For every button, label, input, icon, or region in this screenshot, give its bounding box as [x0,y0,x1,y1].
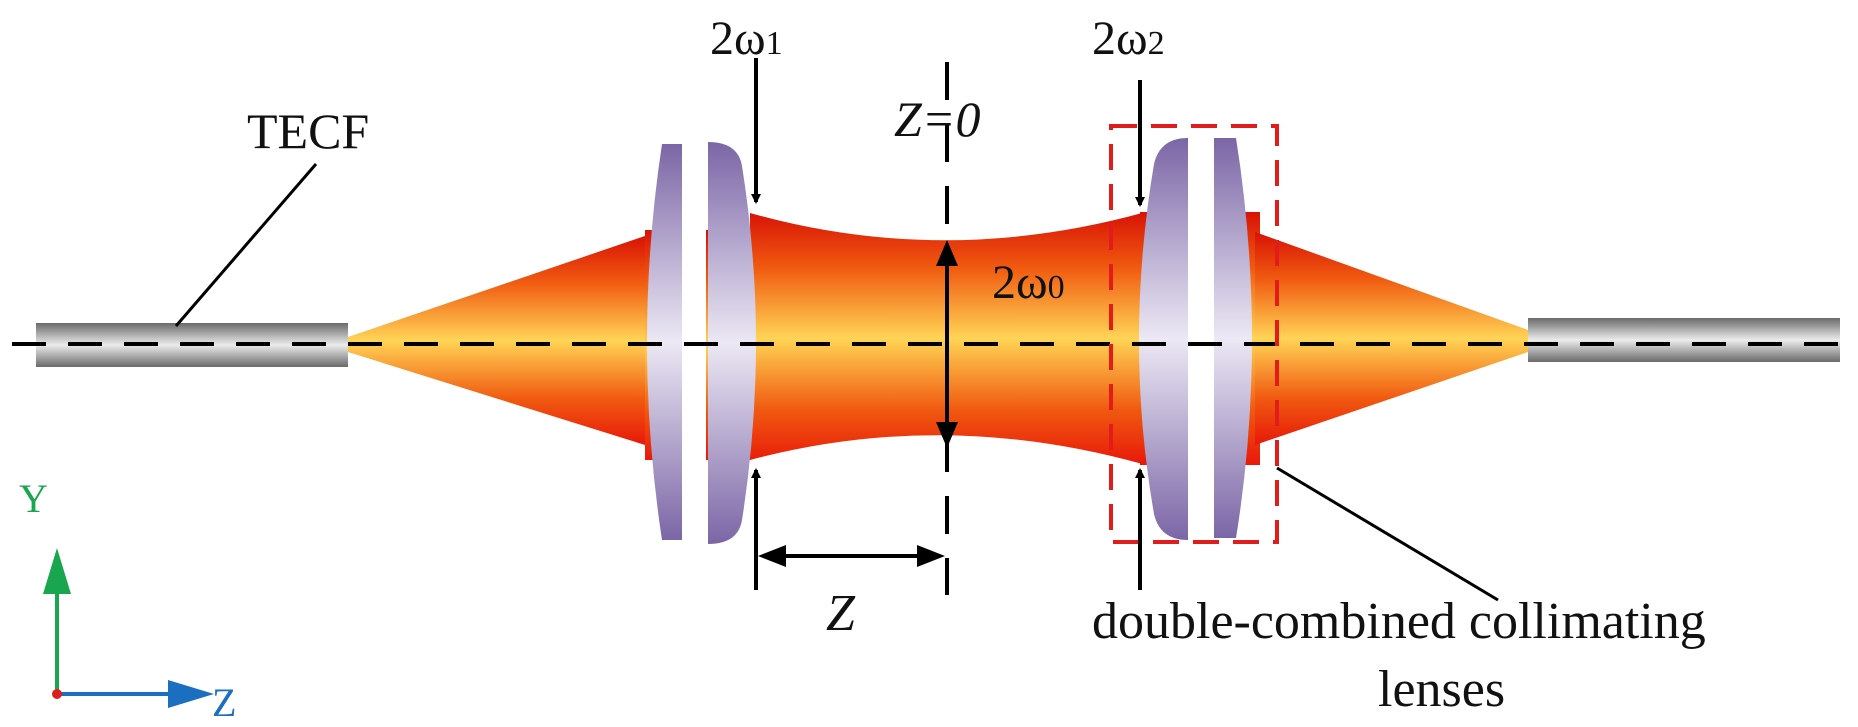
left-lens-inner [708,142,756,544]
z-axis-arrow-icon [168,680,214,708]
z-arrow-left-head [758,545,786,567]
origin-dot [52,689,62,699]
right-beam-cone [1255,232,1528,445]
lens-leader-line [1276,466,1499,602]
y-axis-arrow-icon [43,548,71,594]
left-lens-outer [647,144,682,540]
z0-label: Z=0 [894,91,981,147]
w0-arrow-up-head [936,240,958,266]
left-beam-cone [348,236,645,445]
lens-highlight-box [1109,124,1279,544]
right-lens-gap [1188,138,1214,540]
w1-label: 2ω1 [710,12,783,65]
right-lens-inner [1139,138,1188,540]
lens-label-line1: double-combined collimating [1092,593,1706,650]
tecf-leader-line [174,163,318,327]
lens-label-line2: lenses [1378,661,1505,718]
right-fiber [1528,318,1840,362]
z-axis-label: Z [212,680,236,725]
w0-label: 2ω0 [992,256,1065,309]
w0-arrow-down-head [936,422,958,448]
tecf-label: TECF [247,103,369,159]
z-arrow-right-head [917,545,945,567]
right-lens-outer [1214,138,1252,538]
z-distance-label: Z [826,585,856,642]
w2-label: 2ω2 [1092,12,1165,65]
y-axis-label: Y [19,476,48,521]
